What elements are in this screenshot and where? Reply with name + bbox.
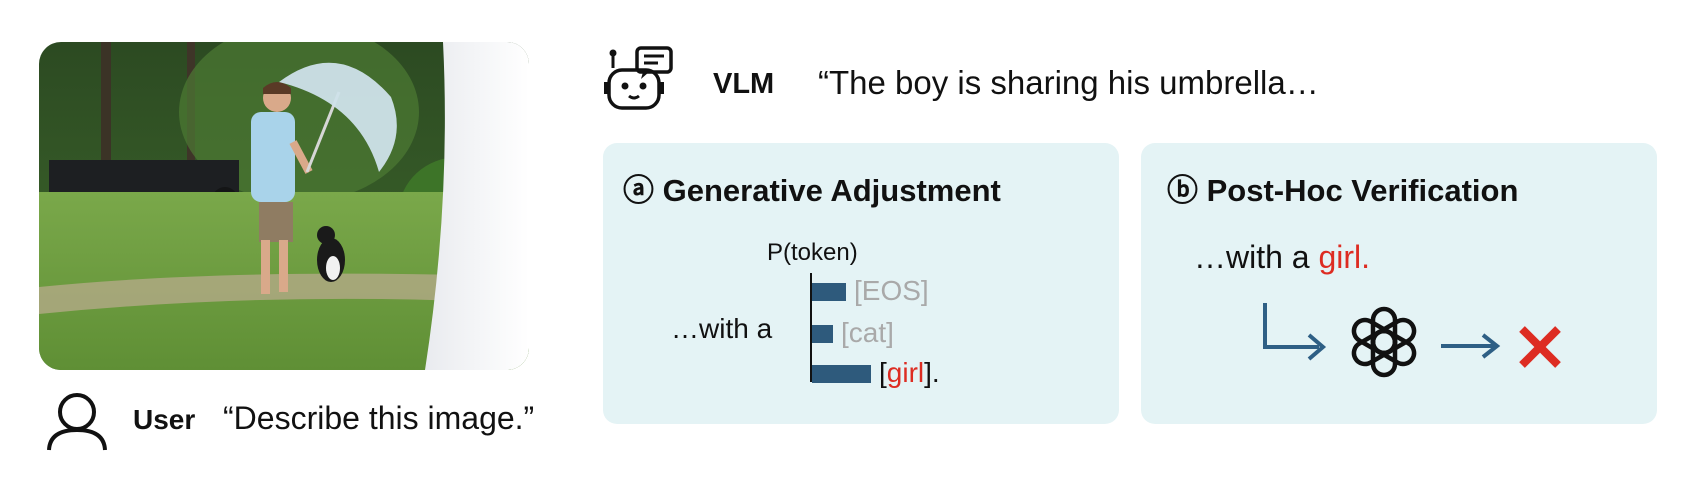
token-label-girl: [girl].: [879, 357, 940, 389]
vlm-label: VLM: [713, 68, 775, 100]
token-label-eos: [EOS]: [854, 275, 929, 306]
user-icon: [46, 392, 110, 452]
panel-b-caption-prefix: …with a: [1194, 239, 1319, 275]
robot-chat-icon: [603, 46, 675, 112]
user-label: User: [133, 404, 196, 435]
user-prompt: “Describe this image.”: [223, 400, 535, 436]
input-image: [39, 42, 529, 370]
panel-a-title-text: Generative Adjustment: [662, 173, 1001, 208]
vlm-output: “The boy is sharing his umbrella…: [818, 64, 1319, 101]
panel-a-title: ⓐ Generative Adjustment: [623, 165, 1001, 210]
probability-axis-label: P(token): [767, 239, 858, 266]
token-girl-close: ].: [924, 357, 940, 388]
probability-axis: [810, 273, 812, 382]
panel-b-caption: …with a girl.: [1194, 239, 1370, 276]
token-bar-eos: [812, 283, 846, 301]
token-label-cat: [cat]: [841, 317, 894, 348]
panel-a-prefix: …with a: [671, 313, 773, 344]
elbow-arrow-icon: [1259, 301, 1331, 361]
panel-b-title: ⓑ Post-Hoc Verification: [1167, 165, 1518, 210]
panel-generative-adjustment: ⓐ Generative Adjustment P(token) …with a…: [603, 143, 1119, 424]
token-bar-cat: [812, 325, 833, 343]
panel-b-caption-word: girl.: [1318, 239, 1371, 275]
token-girl-word: girl: [886, 357, 925, 388]
openai-knot-icon: [1345, 303, 1423, 381]
panel-a-marker: ⓐ: [623, 173, 654, 208]
right-arrow-icon: [1439, 331, 1501, 361]
token-girl-open-bracket: [: [879, 357, 887, 388]
panel-post-hoc-verification: ⓑ Post-Hoc Verification …with a girl.: [1141, 143, 1657, 424]
token-bar-girl: [812, 365, 871, 383]
panel-b-marker: ⓑ: [1167, 173, 1198, 208]
red-x-icon: [1517, 324, 1563, 370]
panel-b-title-text: Post-Hoc Verification: [1206, 173, 1519, 208]
photo-scene: [39, 42, 529, 370]
